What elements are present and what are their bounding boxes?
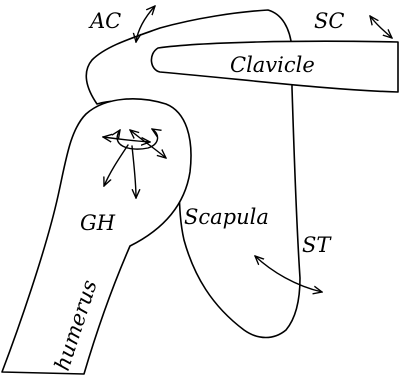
label-st: ST	[302, 233, 332, 257]
label-gh: GH	[80, 211, 116, 235]
sc-rotation-arrow	[370, 16, 392, 38]
label-ac: AC	[88, 9, 121, 33]
label-sc: SC	[314, 9, 344, 33]
humerus-outline	[2, 99, 191, 374]
label-clavicle: Clavicle	[230, 53, 315, 77]
label-scapula: Scapula	[184, 205, 269, 229]
